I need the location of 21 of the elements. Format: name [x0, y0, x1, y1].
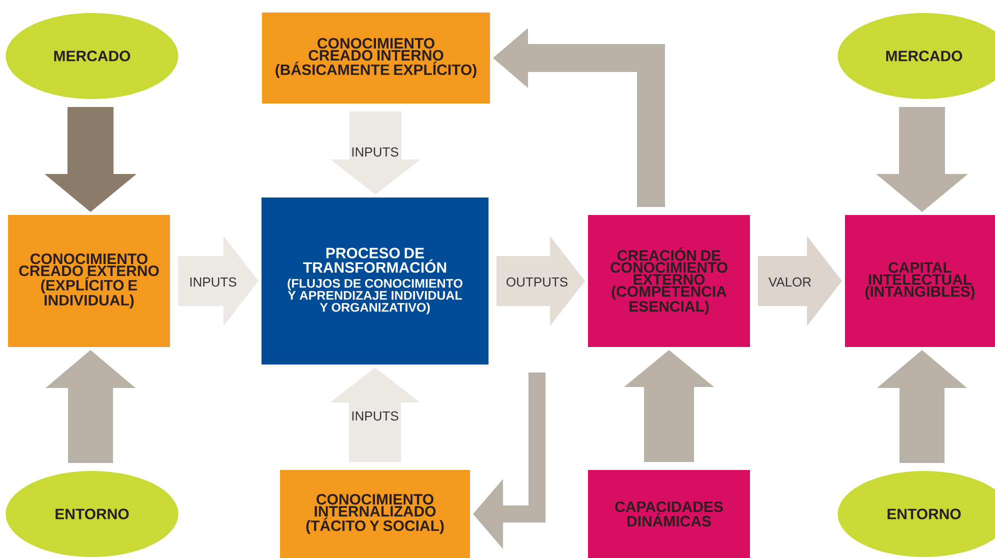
block-arrow: [493, 28, 665, 207]
oval-node: MERCADO: [6, 13, 178, 99]
knowledge-box: CONOCIMIENTO CREADO INTERNO (BÁSICAMENTE EXPLÍCITO): [262, 12, 490, 104]
edge-label: INPUTS: [350, 410, 400, 422]
block-arrow: [473, 372, 546, 549]
block-arrow: [876, 107, 968, 212]
process-box: PROCESO DE TRANSFORMACIÓN (FLUJOS DE CONOCIMIENTO Y APRENDIZAJE INDIVIDUAL Y ORGANIZATIVO): [262, 198, 488, 364]
block-arrow: [46, 350, 136, 463]
edge-label: INPUTS: [350, 146, 400, 158]
block-arrow: [44, 107, 136, 212]
block-arrow: [624, 350, 714, 462]
outcome-box: CREACIÓN DE CONOCIMIENTO EXTERNO (COMPETENCIA ESENCIAL): [588, 215, 750, 347]
outcome-box: CAPITAL INTELECTUAL (INTANGIBLES): [845, 215, 995, 347]
knowledge-box: CONOCIMIENTO INTERNALIZADO (TÁCITO Y SOCIAL): [280, 470, 470, 558]
oval-node: ENTORNO: [6, 471, 178, 557]
knowledge-box: CONOCIMIENTO CREADO EXTERNO (EXPLÍCITO E INDIVIDUAL): [8, 215, 170, 347]
block-arrow: [330, 368, 420, 462]
block-arrow: [877, 350, 967, 463]
edge-label: INPUTS: [188, 276, 238, 288]
block-arrow: [758, 236, 842, 326]
outcome-box: CAPACIDADES DINÁMICAS: [588, 470, 750, 558]
